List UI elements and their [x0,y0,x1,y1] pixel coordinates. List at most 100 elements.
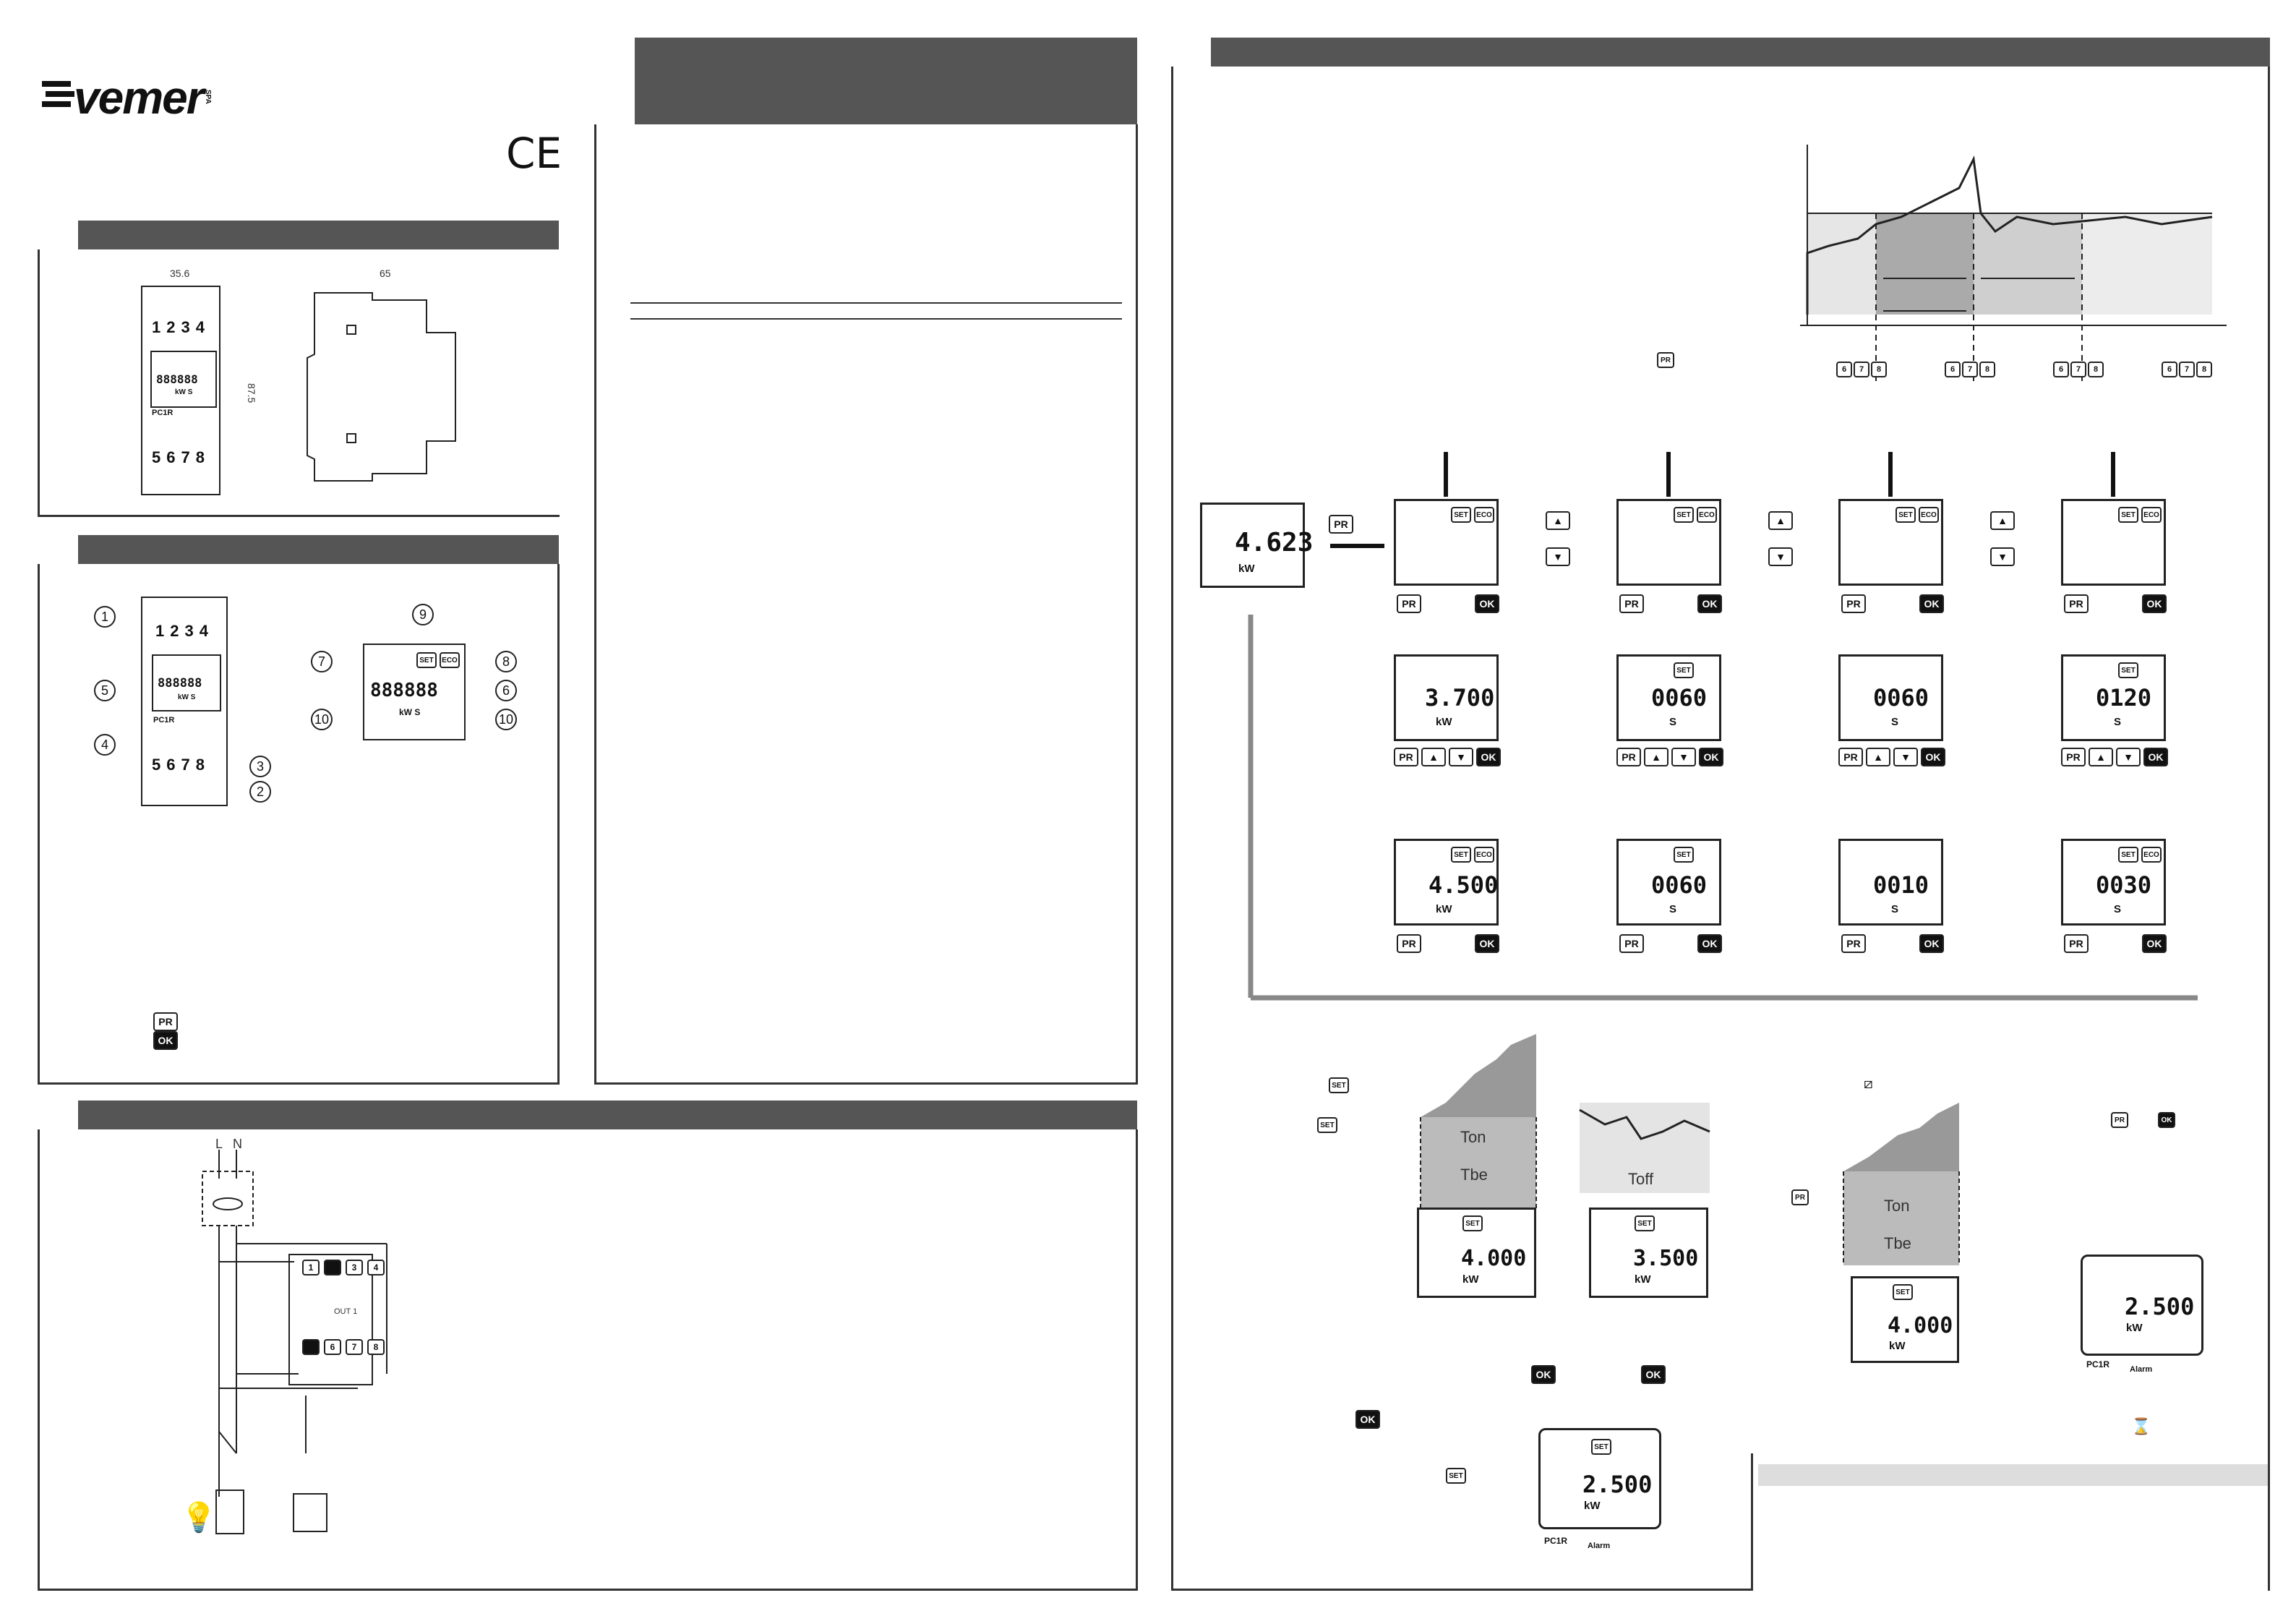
scenario-ok-key[interactable]: OK [1531,1365,1556,1384]
nav-down-key[interactable]: ▼ [1546,547,1570,566]
terminals-top: 1 2 3 4 [152,318,205,337]
ok-key[interactable]: OK [1921,748,1945,766]
label-ton: Ton [1460,1128,1486,1146]
pr-key[interactable]: PR [2064,594,2089,613]
scenario-graph-off [1579,1103,1710,1193]
up-key[interactable]: ▲ [1421,748,1446,766]
scenario-ok-key[interactable]: OK [1641,1365,1666,1384]
nav-up-key[interactable]: ▲ [1768,511,1793,530]
callout-lcd: 888888 kW S [152,654,221,711]
callout-1: 1 [94,606,116,628]
scenario-right-alarm: Alarm [2130,1365,2153,1374]
right-panel [1171,67,2270,1591]
label-tbe-right: Tbe [1884,1234,1911,1252]
ok-key[interactable]: OK [1919,934,1944,953]
up-key[interactable]: ▲ [1644,748,1669,766]
scenario-pr-key[interactable]: PR [2111,1112,2128,1128]
brand-name: vemer [74,72,205,124]
divider-line [630,302,1122,304]
terminal-label: 5 [152,448,161,466]
device-front-callout [141,597,228,806]
pr-key[interactable]: PR [1394,748,1418,766]
lamp-icon: 💡 [181,1502,217,1534]
pr-key[interactable]: PR [1397,594,1421,613]
bypass-icon: ⧄ [1864,1076,1873,1092]
nav-down-key[interactable]: ▼ [1990,547,2015,566]
scenario-set-key: SET [1329,1077,1349,1093]
ok-key[interactable]: OK [1697,594,1722,613]
pr-key[interactable]: PR [2061,748,2086,766]
terminal-label: 7 [181,448,190,466]
down-key[interactable]: ▼ [1671,748,1696,766]
nav-up-key[interactable]: ▲ [1546,511,1570,530]
down-key[interactable]: ▼ [1893,748,1918,766]
front-panel [38,564,560,1085]
brand-suffix: SPA [204,90,212,104]
terminal-label: 4 [195,318,205,336]
scenario-ok-key[interactable]: OK [2158,1112,2175,1128]
ce-mark: CE [506,129,562,178]
divider-line [630,318,1122,320]
down-key[interactable]: ▼ [2116,748,2141,766]
section-header-middle [635,38,1137,124]
up-key[interactable]: ▲ [2089,748,2113,766]
scenario-graph-on [1420,1034,1537,1211]
wiring-neutral-label: N [233,1137,242,1151]
down-key[interactable]: ▼ [1449,748,1473,766]
ok-key[interactable]: OK [2142,934,2167,953]
pr-key[interactable]: PR [1397,934,1421,953]
ok-key[interactable]: OK [2142,594,2167,613]
pr-key[interactable]: PR [1841,934,1866,953]
device-front-drawing [141,286,220,495]
pr-key[interactable]: PR [1838,748,1863,766]
wiring-panel [38,1129,1138,1591]
pr-key[interactable]: PR [1619,594,1644,613]
callout-7: 7 [311,651,333,672]
ok-key[interactable]: OK [1697,934,1722,953]
flow-pr-key: PR [1329,515,1353,534]
scenario-alarm-label: Alarm [1588,1542,1611,1550]
nav-down-key[interactable]: ▼ [1768,547,1793,566]
ok-key[interactable]: OK [1476,748,1501,766]
wiring-line-label: L [215,1137,223,1151]
ok-key[interactable]: OK [1475,594,1499,613]
callout-4: 4 [94,734,116,756]
legend-ok-key: OK [153,1031,178,1050]
pr-key[interactable]: PR [1616,748,1641,766]
nav-up-key[interactable]: ▲ [1990,511,2015,530]
scenario-right-model: PC1R [2086,1359,2110,1369]
legend-pr-key: PR [153,1012,178,1031]
pr-key[interactable]: PR [1841,594,1866,613]
device-lcd-small: 888888 kW S [150,351,217,408]
ok-key[interactable]: OK [1475,934,1499,953]
ok-key[interactable]: OK [1919,594,1944,613]
dimensions-panel [38,249,560,517]
up-key[interactable]: ▲ [1866,748,1890,766]
callout-6: 6 [495,680,517,701]
terminals-bottom: 5 6 7 8 [152,448,205,467]
wiring-out-label: OUT 1 [334,1307,358,1316]
scenario-pr-key[interactable]: PR [1791,1189,1809,1205]
scenario-ok-key[interactable]: OK [1355,1410,1380,1429]
pr-key[interactable]: PR [2064,934,2089,953]
ok-key[interactable]: OK [2143,748,2168,766]
terminal-label: 6 [166,448,176,466]
label-ton-right: Ton [1884,1197,1910,1215]
ok-key[interactable]: OK [1699,748,1723,766]
pr-key[interactable]: PR [1619,934,1644,953]
device-model-label: PC1R [152,409,174,417]
fridge-icon [215,1490,244,1534]
callout-9: 9 [412,604,434,625]
right-panel-inner-edge [1751,1453,1753,1591]
terminal-label: 3 [181,318,190,336]
flow-connectors [1248,452,2198,1001]
